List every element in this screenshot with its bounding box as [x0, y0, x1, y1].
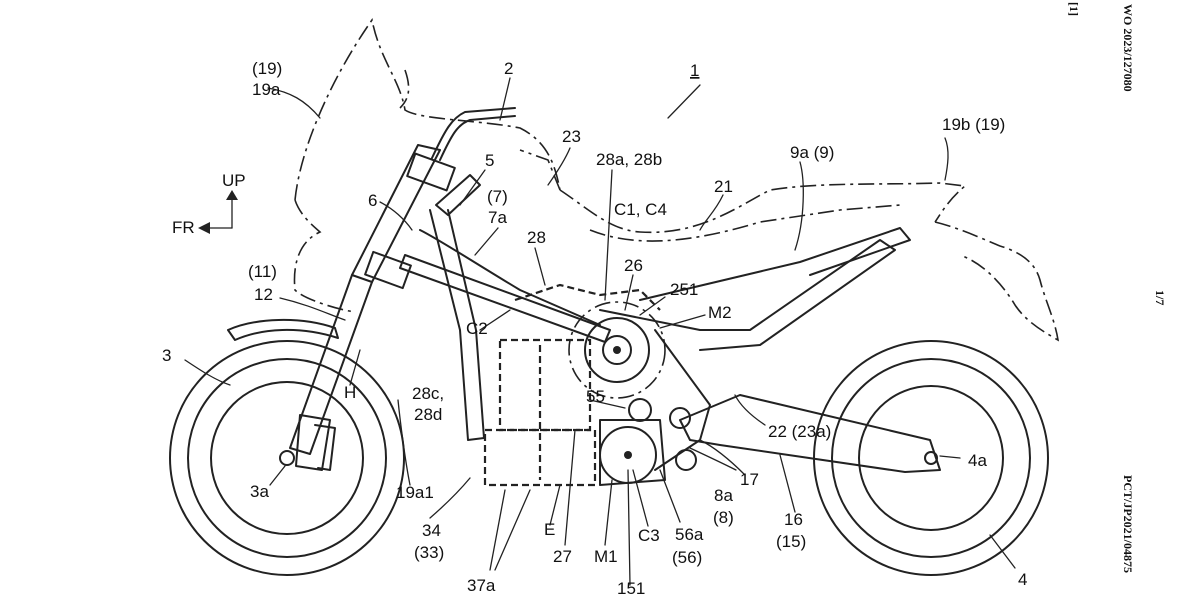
- label-21: 21: [714, 177, 733, 196]
- label-22: 22 (23a): [768, 422, 831, 441]
- label-fr: FR: [172, 218, 195, 237]
- handlebar: [431, 107, 516, 161]
- label-e: E: [544, 520, 555, 539]
- label-1: 1: [690, 61, 699, 80]
- label-37a: 37a: [467, 576, 496, 595]
- label-19: (19): [252, 59, 282, 78]
- leader-lines: [184, 77, 1016, 586]
- label-56a: 56a: [675, 525, 704, 544]
- label-c1c4: C1, C4: [614, 200, 667, 219]
- publication-number: WO 2023/127080: [1121, 4, 1135, 92]
- label-5: 5: [485, 151, 494, 170]
- label-6: 6: [368, 191, 377, 210]
- label-7a: 7a: [488, 208, 507, 227]
- label-4a: 4a: [968, 451, 987, 470]
- label-55: 55: [586, 387, 605, 406]
- label-23: 23: [562, 127, 581, 146]
- front-fender: [227, 318, 339, 341]
- label-3a: 3a: [250, 482, 269, 501]
- label-17: 17: [740, 470, 759, 489]
- label-c3: C3: [638, 526, 660, 545]
- label-19b: 19b (19): [942, 115, 1005, 134]
- label-28c: 28c,: [412, 384, 444, 403]
- page-bracket: [1]: [1067, 2, 1081, 16]
- front-cowl: [293, 18, 561, 313]
- label-11: (11): [248, 262, 277, 281]
- label-7: (7): [487, 187, 508, 206]
- swing-arm: [669, 394, 941, 473]
- label-c2: C2: [466, 319, 488, 338]
- label-28: 28: [527, 228, 546, 247]
- application-number: PCT/JP2021/04875: [1121, 475, 1135, 573]
- reference-labels: (19) 19a 2 1 23 28a, 28b 5 9a (9) 19b (1…: [162, 59, 1027, 595]
- front-wheel: [169, 340, 405, 576]
- label-up: UP: [222, 171, 246, 190]
- label-56: (56): [672, 548, 702, 567]
- label-151: 151: [617, 579, 645, 595]
- label-2: 2: [504, 59, 513, 78]
- front-fork: [289, 144, 456, 471]
- label-16: 16: [784, 510, 803, 529]
- label-28ab: 28a, 28b: [596, 150, 662, 169]
- label-15: (15): [776, 532, 806, 551]
- label-4: 4: [1018, 570, 1027, 589]
- rear-bodywork: [519, 149, 1060, 342]
- label-34: 34: [422, 521, 441, 540]
- rear-wheel: [813, 340, 1049, 576]
- page-number: 1/7: [1153, 290, 1167, 305]
- main-frame: [399, 174, 911, 471]
- label-h: H: [344, 383, 356, 402]
- direction-indicator: [198, 190, 238, 234]
- battery-case: [483, 283, 661, 487]
- margin-text: WO 2023/127080 1/7 PCT/JP2021/04875 [1]: [1067, 2, 1167, 573]
- label-27: 27: [553, 547, 572, 566]
- label-26: 26: [624, 256, 643, 275]
- label-33: (33): [414, 543, 444, 562]
- label-12: 12: [254, 285, 273, 304]
- label-19a: 19a: [252, 80, 281, 99]
- label-19a1: 19a1: [396, 483, 434, 502]
- label-8a: 8a: [714, 486, 733, 505]
- label-9a: 9a (9): [790, 143, 834, 162]
- label-251: 251: [670, 280, 698, 299]
- label-m2: M2: [708, 303, 732, 322]
- label-3: 3: [162, 346, 171, 365]
- label-m1: M1: [594, 547, 618, 566]
- label-28d: 28d: [414, 405, 442, 424]
- label-8: (8): [713, 508, 734, 527]
- drive-unit: [568, 301, 666, 486]
